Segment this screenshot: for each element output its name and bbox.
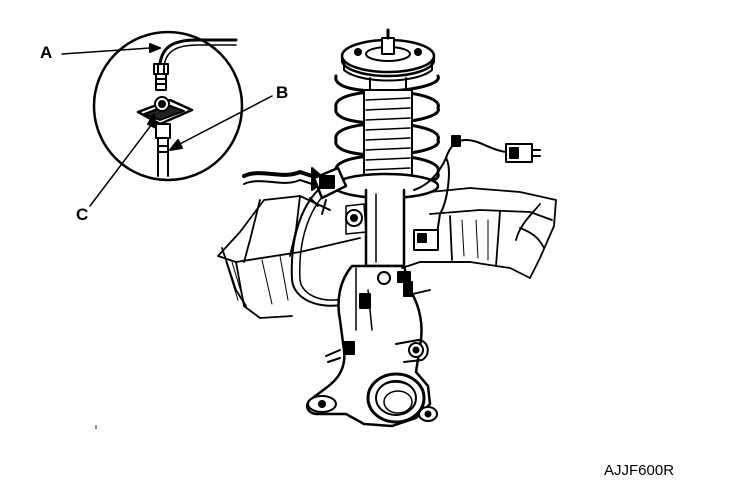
callout-label-b: B — [276, 83, 289, 102]
abs-sensor-harness — [290, 135, 541, 307]
callout-label-c: C — [76, 205, 89, 224]
shock-absorber — [332, 77, 440, 268]
strut-mount — [340, 28, 436, 82]
detail-inset — [92, 30, 244, 182]
callout-arrow-b — [169, 95, 273, 151]
wheel-hub — [366, 372, 426, 424]
figure-code: AJJF600R — [604, 462, 675, 479]
body-apron — [217, 187, 557, 319]
lower-control-arm — [401, 261, 471, 297]
hose-bracket — [309, 166, 367, 235]
callout-label-a: A — [40, 43, 53, 62]
callout-arrow-a — [61, 43, 161, 55]
callout-arrow-c — [89, 113, 157, 207]
